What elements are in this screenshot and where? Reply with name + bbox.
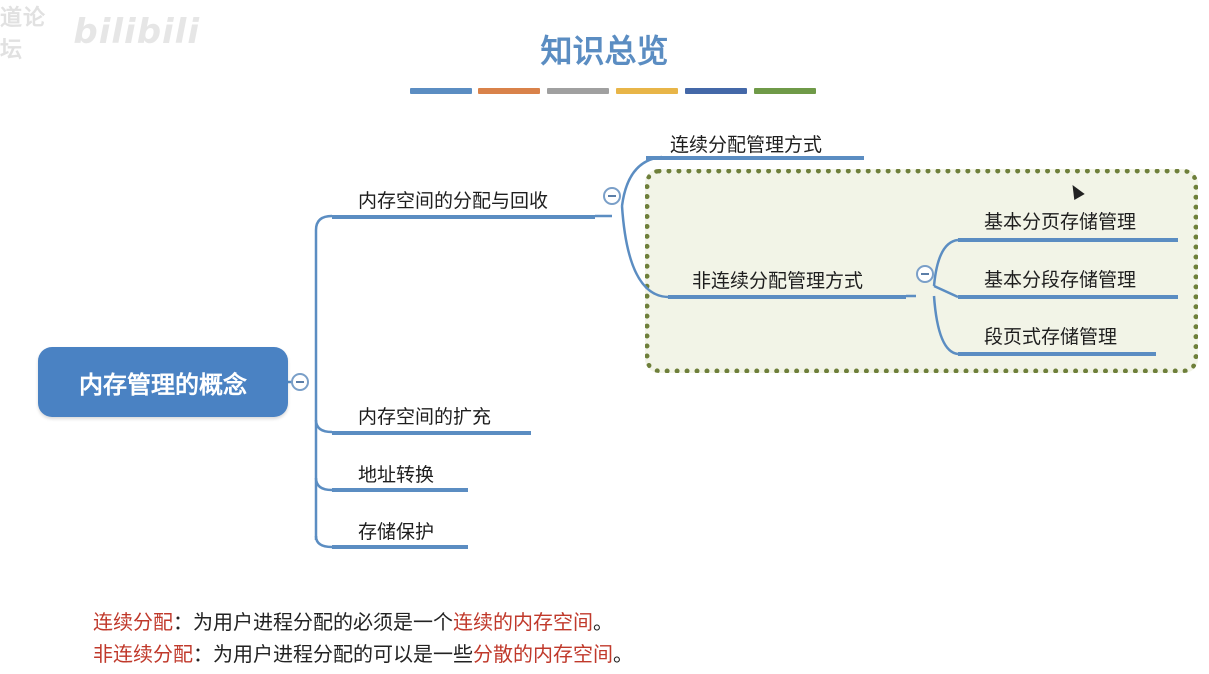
color-bar-1 <box>410 88 472 94</box>
color-bar-2 <box>478 88 540 94</box>
node-address-line <box>332 488 468 492</box>
node-segmentation-line <box>958 295 1178 299</box>
watermark-text: 道论坛 <box>0 6 47 63</box>
node-noncontiguous[interactable]: 非连续分配管理方式 <box>692 270 864 292</box>
node-expansion-line <box>332 431 531 435</box>
root-node-label: 内存管理的概念 <box>79 370 247 399</box>
node-segpaging-line <box>958 352 1156 356</box>
color-bar-3 <box>547 88 609 94</box>
node-address[interactable]: 地址转换 <box>358 464 435 486</box>
node-contiguous[interactable]: 连续分配管理方式 <box>670 134 823 156</box>
node-contiguous-line <box>646 156 864 160</box>
note-contiguous-highlight: 连续的内存空间 <box>453 610 593 634</box>
color-bar-6 <box>754 88 816 94</box>
note-contiguous-end: 。 <box>593 610 613 634</box>
node-protection[interactable]: 存储保护 <box>358 521 435 543</box>
note-noncontiguous-term: 非连续分配 <box>93 642 193 666</box>
node-segmentation[interactable]: 基本分段存储管理 <box>984 269 1137 291</box>
noncontiguous-highlight-box <box>645 169 1198 373</box>
bilibili-logo-icon: bilibili <box>73 12 200 52</box>
node-paging[interactable]: 基本分页存储管理 <box>984 211 1137 233</box>
root-collapse-icon[interactable] <box>291 373 309 391</box>
page-title: 知识总览 <box>540 32 669 70</box>
node-allocation-line <box>332 215 595 219</box>
node-allocation[interactable]: 内存空间的分配与回收 <box>358 190 549 212</box>
node-expansion[interactable]: 内存空间的扩充 <box>358 406 492 428</box>
note-noncontiguous: 非连续分配：为用户进程分配的可以是一些分散的内存空间。 <box>93 638 633 667</box>
node-paging-line <box>958 238 1178 242</box>
color-bar-4 <box>616 88 678 94</box>
watermark: 道论坛 bilibili <box>0 6 200 63</box>
noncontiguous-collapse-icon[interactable] <box>916 265 934 283</box>
root-node[interactable]: 内存管理的概念 <box>38 347 288 417</box>
color-bar-5 <box>685 88 747 94</box>
node-protection-line <box>332 545 468 549</box>
node-segpaging[interactable]: 段页式存储管理 <box>984 326 1118 348</box>
note-contiguous-mid: ：为用户进程分配的必须是一个 <box>173 610 453 634</box>
note-noncontiguous-highlight: 分散的内存空间 <box>473 642 613 666</box>
note-noncontiguous-mid: ：为用户进程分配的可以是一些 <box>193 642 473 666</box>
note-noncontiguous-end: 。 <box>613 642 633 666</box>
allocation-collapse-icon[interactable] <box>603 187 621 205</box>
note-contiguous: 连续分配：为用户进程分配的必须是一个连续的内存空间。 <box>93 606 613 635</box>
note-contiguous-term: 连续分配 <box>93 610 173 634</box>
node-noncontiguous-line <box>668 295 906 299</box>
